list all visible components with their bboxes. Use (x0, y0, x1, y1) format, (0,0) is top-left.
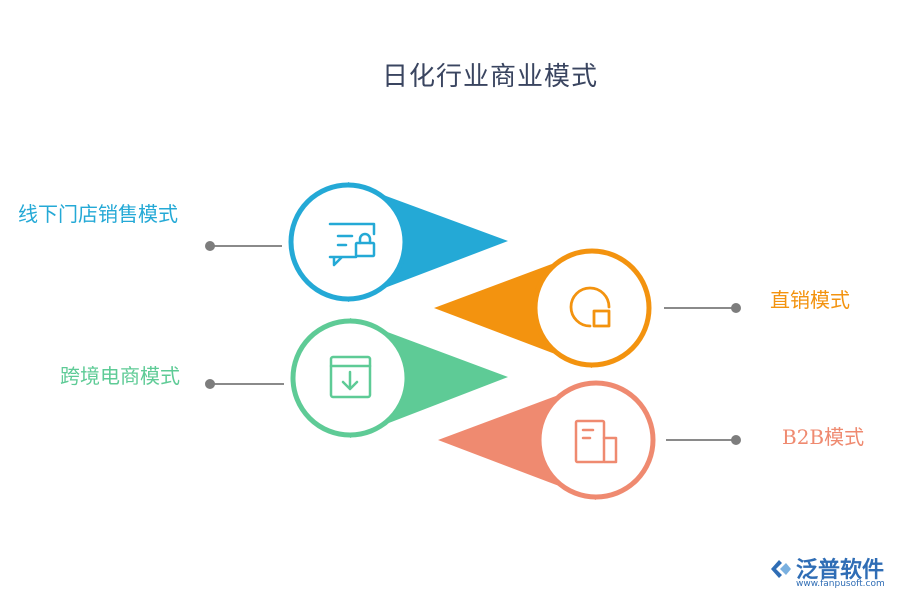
brand-logo: 泛普软件 www.fanpusoft.com (768, 552, 892, 592)
item-offline-store (205, 182, 508, 302)
pie-chart-icon (569, 286, 611, 328)
label-direct-sales: 直销模式 (770, 288, 850, 312)
connector-dot (731, 435, 741, 445)
logo-name: 泛普软件 (796, 558, 885, 583)
connector-dot (205, 241, 215, 251)
page-title: 日化行业商业模式 (381, 62, 598, 92)
connector-dot (205, 379, 215, 389)
icon-circle (532, 248, 652, 368)
logo-url: www.fanpusoft.com (796, 579, 885, 589)
label-b2b: B2B模式 (782, 425, 865, 449)
item-cross-border (205, 318, 508, 438)
item-direct-sales (434, 248, 741, 368)
icon-circle (536, 380, 656, 500)
fanpu-logo-icon (771, 560, 791, 578)
connector-dot (731, 303, 741, 313)
item-b2b (438, 380, 741, 500)
download-box-icon (329, 355, 372, 399)
label-cross-border: 跨境电商模式 (60, 364, 180, 388)
icon-circle (288, 182, 408, 302)
document-icon (574, 419, 618, 464)
label-offline-store: 线下门店销售模式 (18, 202, 178, 226)
chat-lock-icon (328, 222, 376, 267)
